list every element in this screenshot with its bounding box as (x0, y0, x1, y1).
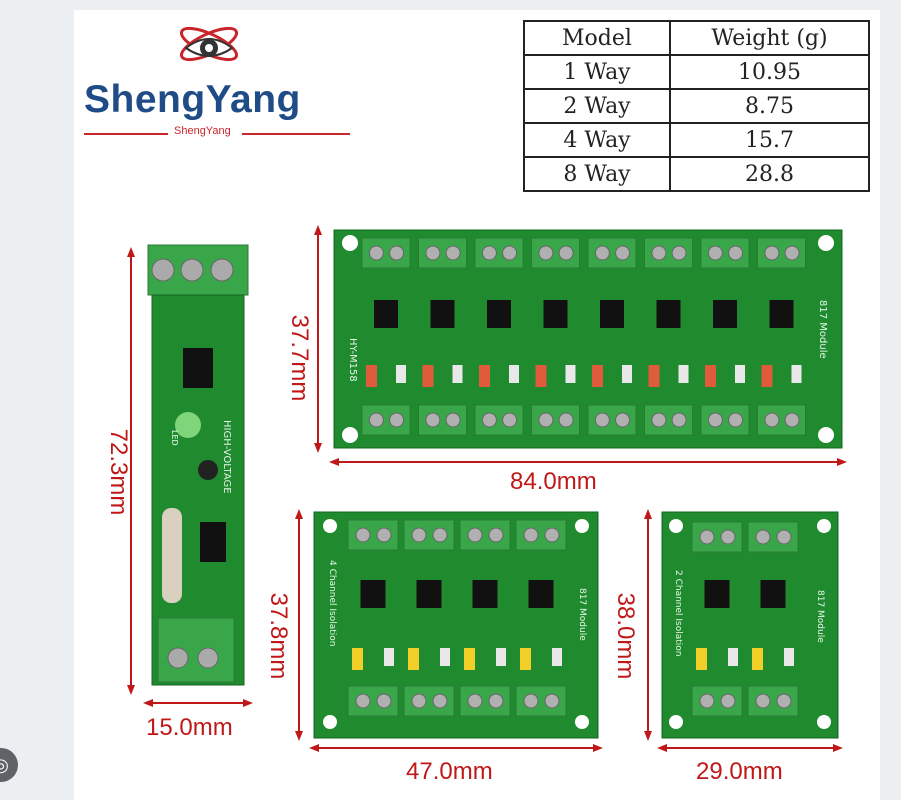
header-model: Model (523, 20, 671, 56)
eye-emblem-icon (179, 26, 239, 62)
weight-cell: 15.7 (669, 122, 870, 158)
model-cell: 1 Way (523, 54, 671, 90)
dim-2-way-width: 29.0mm (696, 758, 783, 785)
dim-8-way-height: 37.7mm (286, 314, 313, 402)
model-cell: 4 Way (523, 122, 671, 158)
weight-cell: 28.8 (669, 156, 870, 192)
table-row: 8 Way 28.8 (523, 156, 870, 192)
dim-1-way-width: 15.0mm (146, 714, 233, 741)
dim-1-way-height: 72.3mm (105, 428, 132, 516)
dim-8-way-width: 84.0mm (510, 468, 597, 495)
dim-2-way-height: 38.0mm (612, 592, 639, 680)
table-row: 4 Way 15.7 (523, 122, 870, 158)
model-cell: 2 Way (523, 88, 671, 124)
table-row: 2 Way 8.75 (523, 88, 870, 124)
header-weight: Weight (g) (669, 20, 870, 56)
brand-name: ShengYang (84, 78, 301, 121)
brand-divider-left (84, 133, 168, 135)
brand-divider-right (242, 133, 350, 135)
brand-subtitle: ShengYang (174, 125, 231, 137)
table-header-row: Model Weight (g) (523, 20, 870, 56)
weight-table: Model Weight (g) 1 Way 10.95 2 Way 8.75 … (523, 20, 870, 192)
image-search-button[interactable]: ◎ (0, 748, 18, 782)
dim-4-way-height: 37.8mm (265, 592, 292, 680)
table-row: 1 Way 10.95 (523, 54, 870, 90)
brand-logo: ShengYang ShengYang (78, 18, 358, 148)
dim-4-way-width: 47.0mm (406, 758, 493, 785)
model-cell: 8 Way (523, 156, 671, 192)
weight-cell: 10.95 (669, 54, 870, 90)
weight-cell: 8.75 (669, 88, 870, 124)
